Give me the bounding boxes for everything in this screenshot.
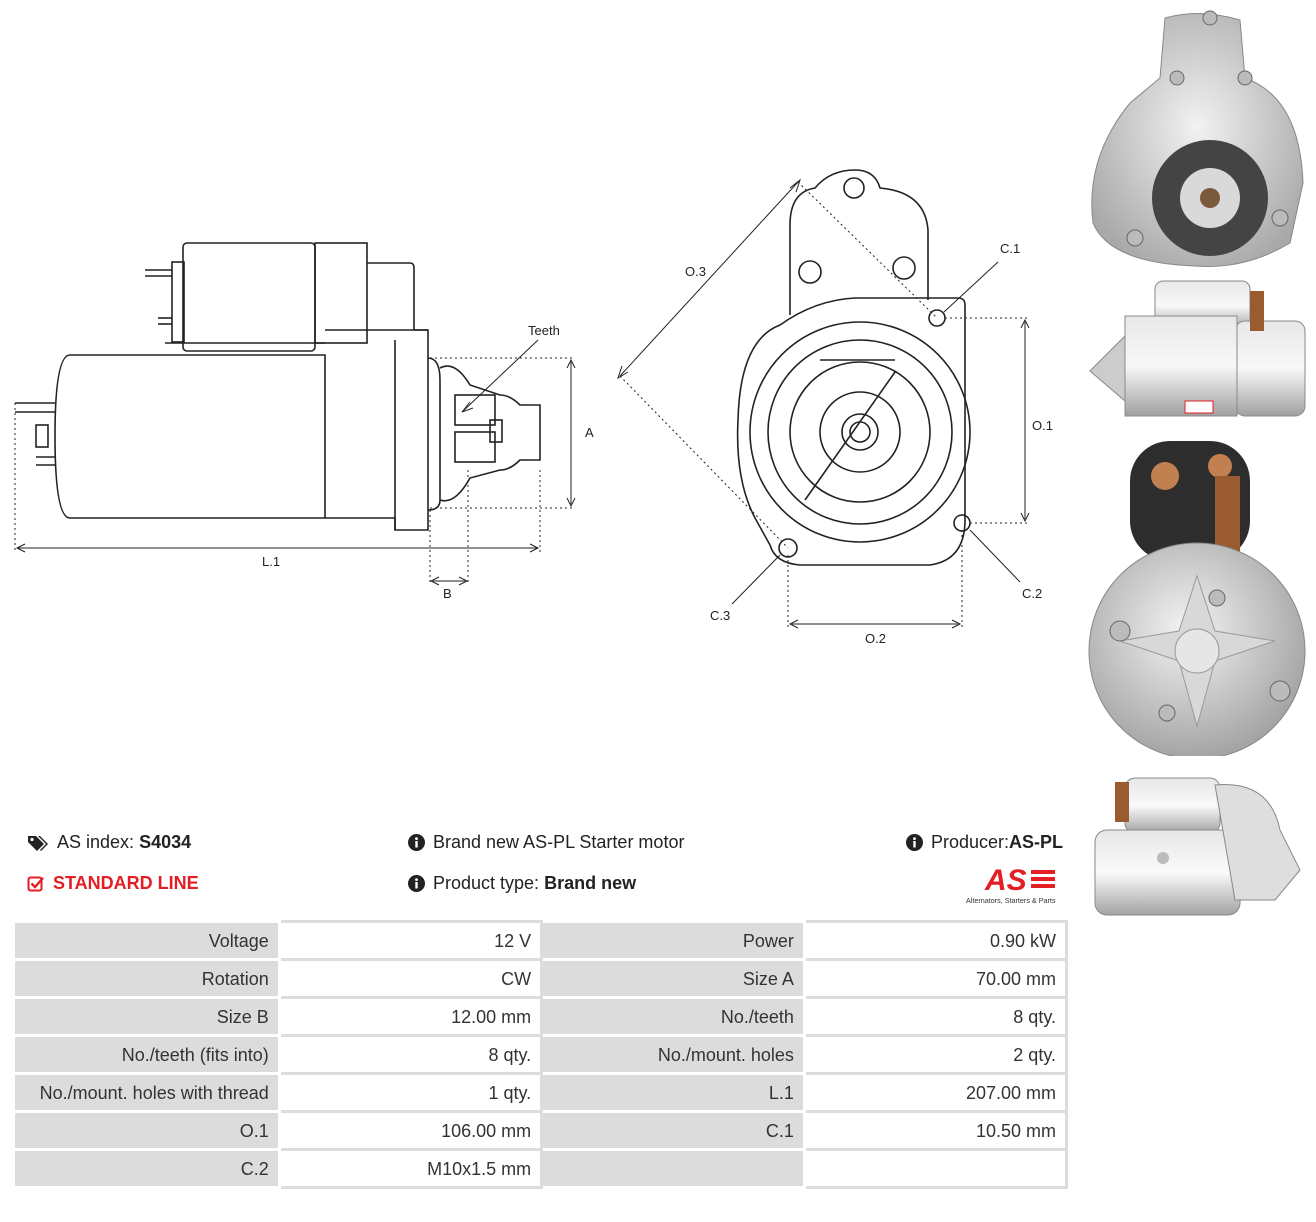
spec-label: C.1 [540,1110,806,1151]
spec-value [802,1148,1069,1189]
spec-row: No./teeth (fits into)8 qty.No./mount. ho… [15,1034,1069,1075]
spec-value: 70.00 mm [802,958,1069,999]
spec-label: Size B [15,996,281,1037]
standard-line-label: STANDARD LINE [53,873,199,893]
spec-value: CW [277,958,544,999]
spec-label: No./teeth [540,996,806,1037]
producer-label: Producer: [931,832,1010,852]
svg-text:C.2: C.2 [1022,586,1042,601]
product-photo-rear[interactable] [1085,436,1310,756]
svg-text:B: B [443,586,452,601]
spec-label [540,1148,806,1189]
spec-value: 106.00 mm [277,1110,544,1151]
producer-value: AS-PL [1009,832,1064,852]
spec-label: No./mount. holes with thread [15,1072,281,1113]
description-text: Brand new AS-PL Starter motor [433,832,685,852]
spec-label: Voltage [15,920,281,961]
svg-text:C.3: C.3 [710,608,730,623]
spec-value: 0.90 kW [802,920,1069,961]
spec-label: Size A [540,958,806,999]
info-circle-icon [408,875,425,892]
producer: Producer:AS-PL [906,832,1063,853]
as-pl-logo: AS Alternators, Starters & Parts [966,864,1056,905]
spec-value: 8 qty. [802,996,1069,1037]
spec-value: 12.00 mm [277,996,544,1037]
spec-label: L.1 [540,1072,806,1113]
check-square-icon [27,876,44,891]
svg-text:Alternators, Starters & Parts: Alternators, Starters & Parts [966,896,1056,905]
product-type-label: Product type: [433,873,540,893]
svg-text:L.1: L.1 [262,554,280,569]
svg-text:AS: AS [984,864,1027,897]
svg-text:O.1: O.1 [1032,418,1053,433]
product-photo-angle[interactable] [1085,770,1310,920]
info-circle-icon [906,834,923,851]
spec-value: M10x1.5 mm [277,1148,544,1189]
svg-text:A: A [585,425,594,440]
svg-text:Teeth: Teeth [528,323,560,338]
spec-label: No./teeth (fits into) [15,1034,281,1075]
info-circle-icon [408,834,425,851]
product-type-value: Brand new [544,873,637,893]
spec-value: 12 V [277,920,544,961]
as-index-value: S4034 [139,832,192,852]
as-index: AS index: S4034 [27,832,191,853]
spec-value: 10.50 mm [802,1110,1069,1151]
product-type: Product type: Brand new [408,873,636,894]
as-index-label: AS index: [57,832,135,852]
product-photo-front[interactable] [1085,8,1310,270]
standard-line: STANDARD LINE [27,873,199,894]
spec-value: 2 qty. [802,1034,1069,1075]
spec-value: 207.00 mm [802,1072,1069,1113]
svg-text:O.2: O.2 [865,631,886,646]
spec-value: 8 qty. [277,1034,544,1075]
product-description: Brand new AS-PL Starter motor [408,832,684,853]
svg-text:O.3: O.3 [685,264,706,279]
technical-drawing: Teeth A B L.1 O.3 C [14,169,1053,646]
spec-label: C.2 [15,1148,281,1189]
svg-text:C.1: C.1 [1000,241,1020,256]
spec-label: O.1 [15,1110,281,1151]
spec-label: No./mount. holes [540,1034,806,1075]
spec-label: Rotation [15,958,281,999]
spec-value: 1 qty. [277,1072,544,1113]
spec-label: Power [540,920,806,961]
tags-icon [28,835,48,851]
product-photo-side[interactable] [1085,276,1310,421]
